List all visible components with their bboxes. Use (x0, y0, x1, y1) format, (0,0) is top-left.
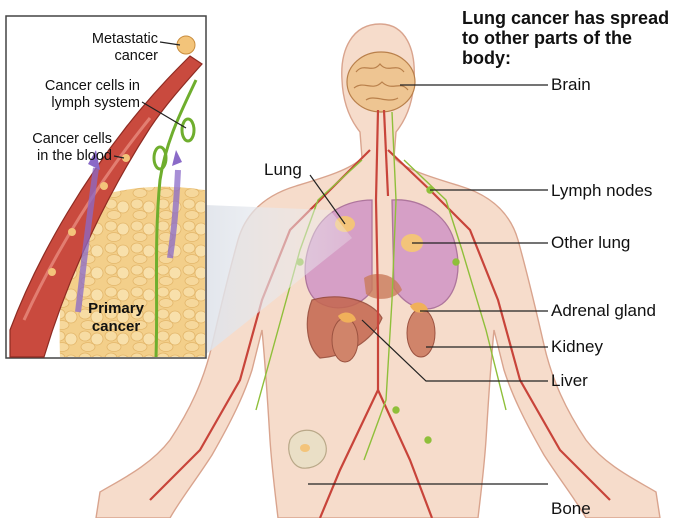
inset-label-primary: Primary cancer (66, 300, 166, 336)
label-other-lung: Other lung (551, 234, 630, 252)
label-lymph-nodes: Lymph nodes (551, 182, 652, 200)
label-liver: Liver (551, 372, 588, 390)
pelvis-bone (289, 430, 327, 468)
inset-label-lymph: Cancer cells in lymph system (22, 78, 140, 112)
label-adrenal-gland: Adrenal gland (551, 302, 656, 320)
label-lung: Lung (264, 161, 302, 179)
label-brain: Brain (551, 76, 591, 94)
label-kidney: Kidney (551, 338, 603, 356)
inset-label-blood: Cancer cells in the blood (10, 131, 112, 165)
diagram-title: Lung cancer has spread to other parts of… (462, 8, 698, 68)
label-bone: Bone (551, 500, 591, 518)
brain (347, 52, 415, 112)
inset-label-metastatic: Metastatic cancer (60, 31, 158, 65)
